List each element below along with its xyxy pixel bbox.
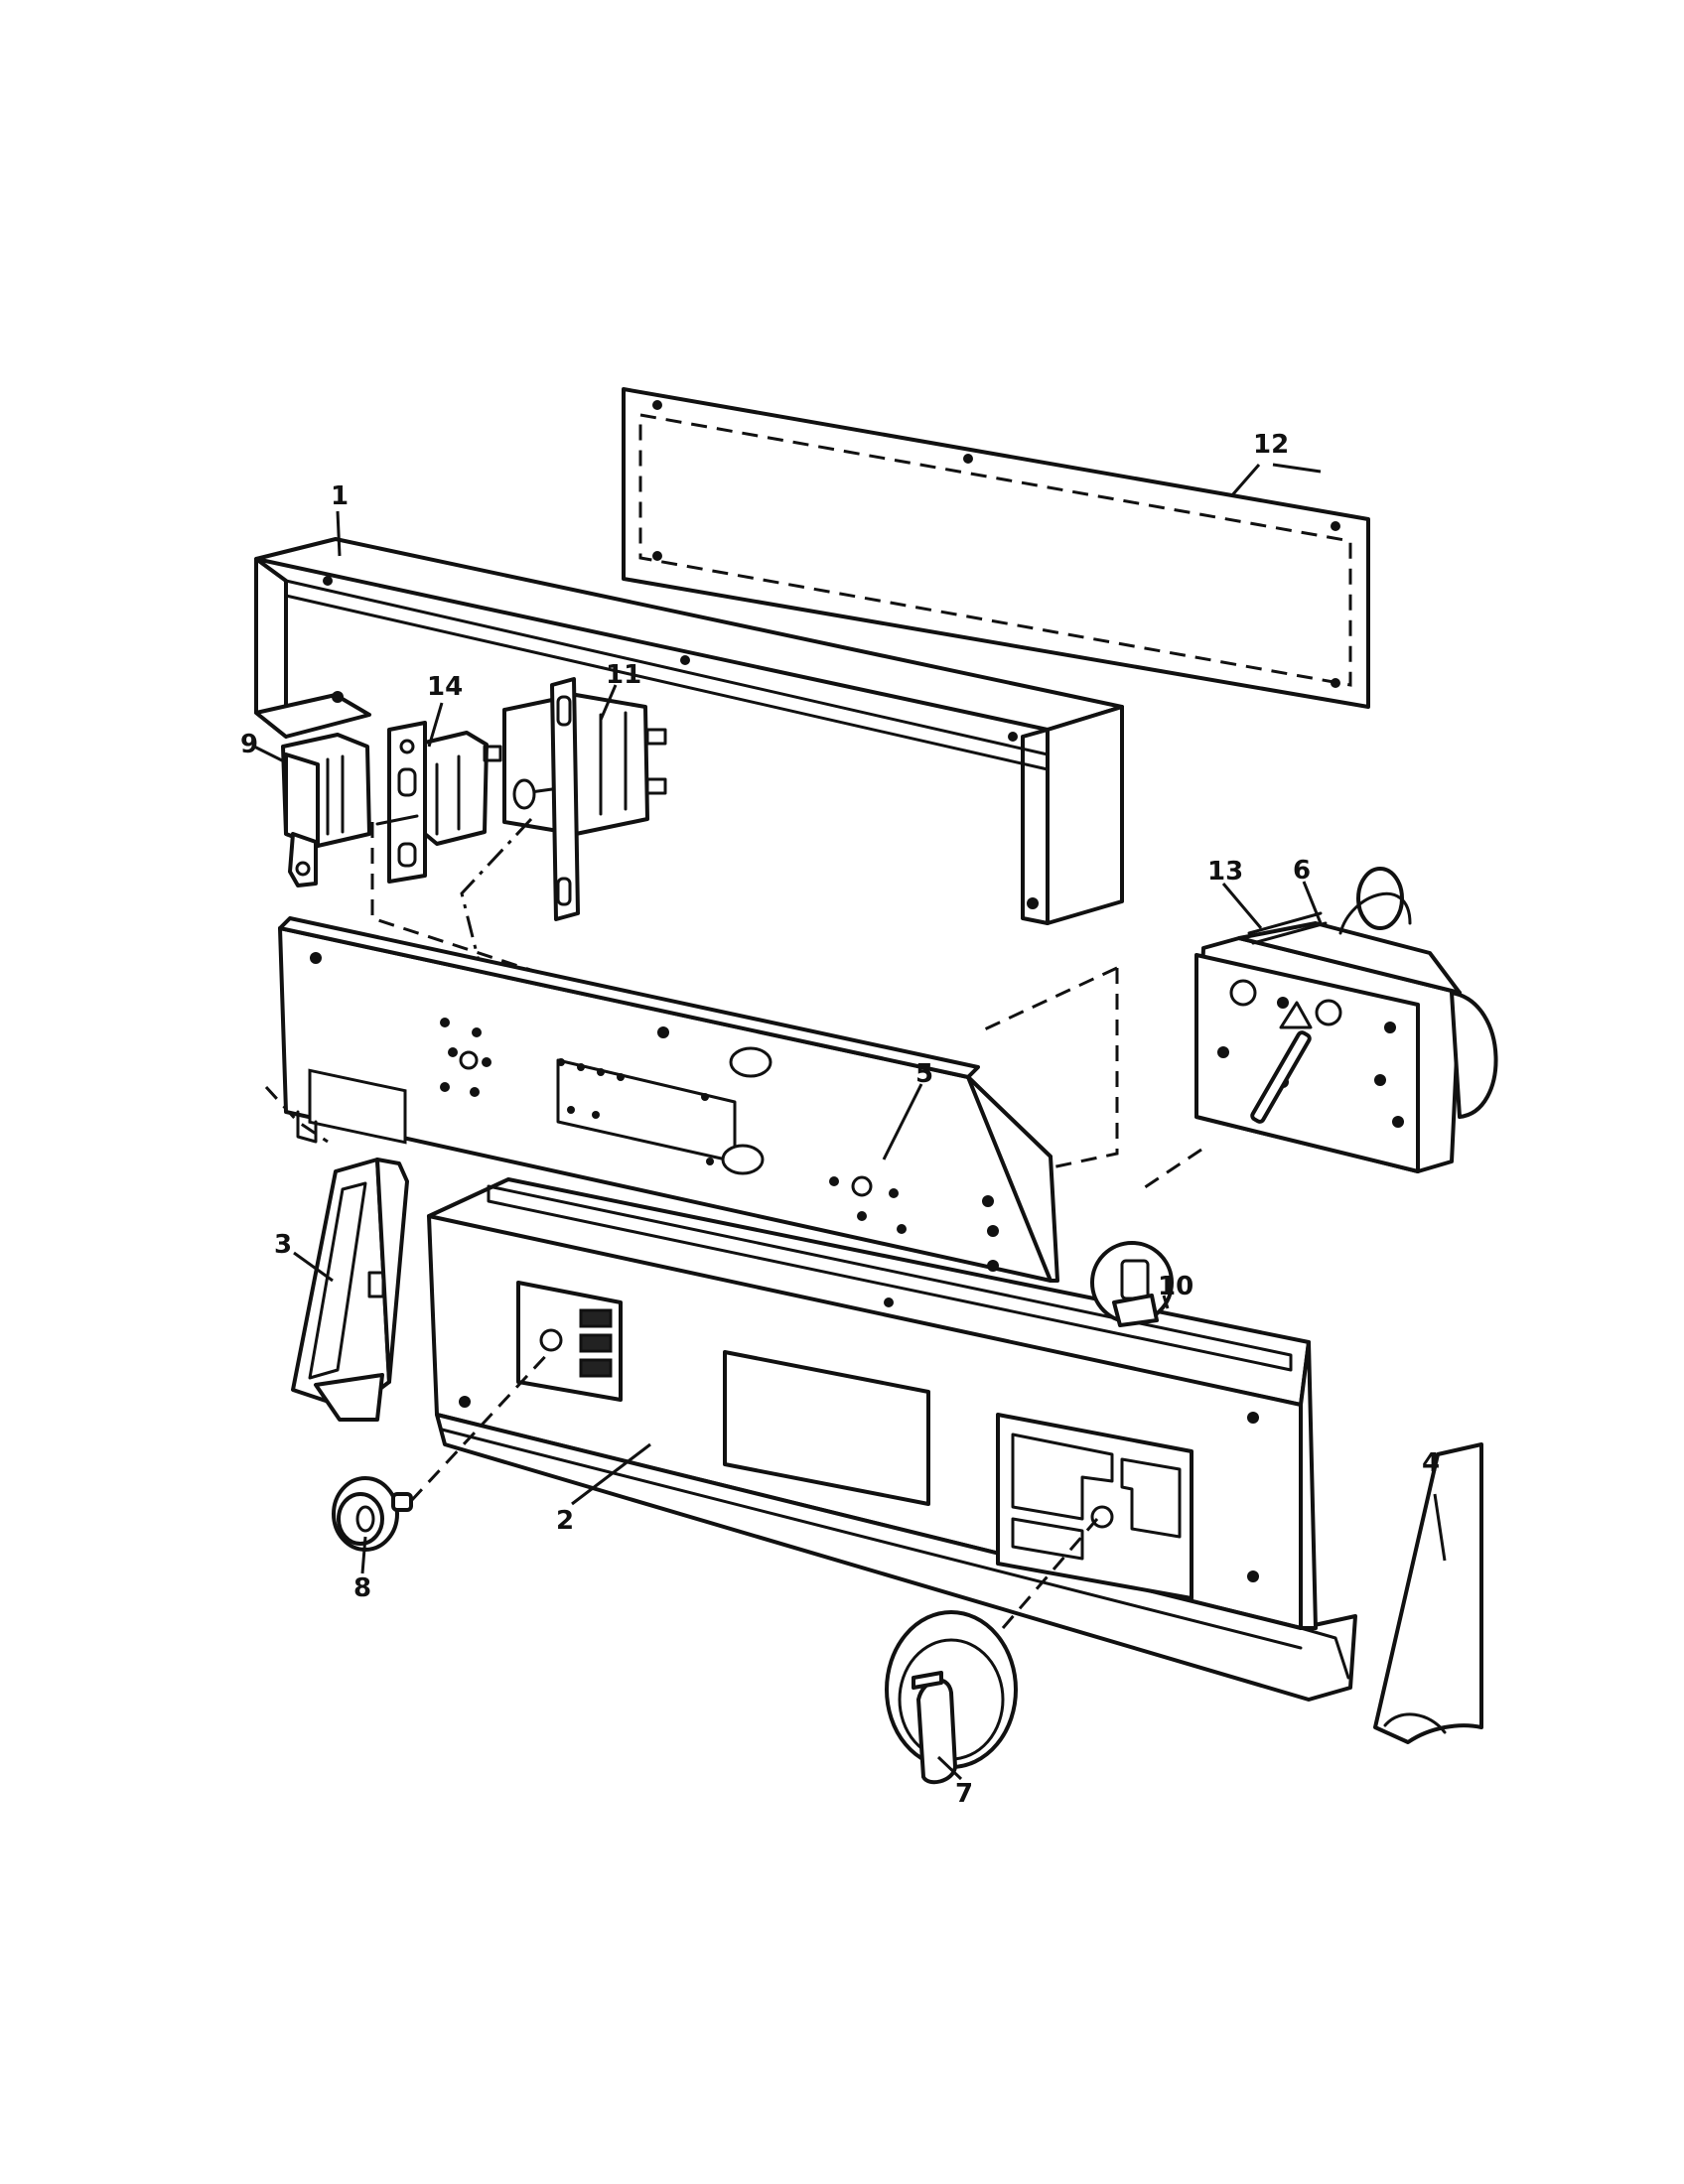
part-1-housing: [254, 537, 1124, 925]
part-7-oven-knob: [885, 1518, 1099, 1785]
callout-labels: 1 2 3 4 5 6 7 8 9 10 11 12 13 14: [240, 430, 1440, 1809]
callout-4: 4: [1422, 1448, 1440, 1478]
part-14-switch-bracket: [375, 721, 502, 884]
callout-13: 13: [1207, 857, 1243, 887]
part-12-gasket-panel: [622, 387, 1370, 709]
callout-14: 14: [427, 672, 463, 702]
part-3-end-bracket: [291, 1158, 409, 1422]
part-6-clock-timer: [1194, 867, 1498, 1173]
part-4-end-cap: [1373, 1442, 1483, 1744]
callout-leaders: [253, 463, 1447, 1781]
callout-1: 1: [331, 481, 349, 511]
callout-9: 9: [240, 730, 258, 759]
callout-10: 10: [1158, 1272, 1193, 1301]
callout-8: 8: [353, 1573, 371, 1603]
callout-5: 5: [915, 1059, 933, 1089]
callout-6: 6: [1293, 856, 1311, 886]
part-2-front-panel: [427, 1177, 1357, 1702]
part-9-switch: [281, 733, 371, 887]
callout-7: 7: [955, 1779, 973, 1809]
part-10-detail-bubble: [1090, 1241, 1174, 1327]
callout-2: 2: [556, 1506, 574, 1536]
callout-11: 11: [606, 660, 641, 690]
part-5-control-plate: [278, 916, 1059, 1283]
callout-3: 3: [274, 1230, 292, 1260]
part-11-switch: [502, 677, 667, 921]
callout-12: 12: [1253, 430, 1289, 460]
